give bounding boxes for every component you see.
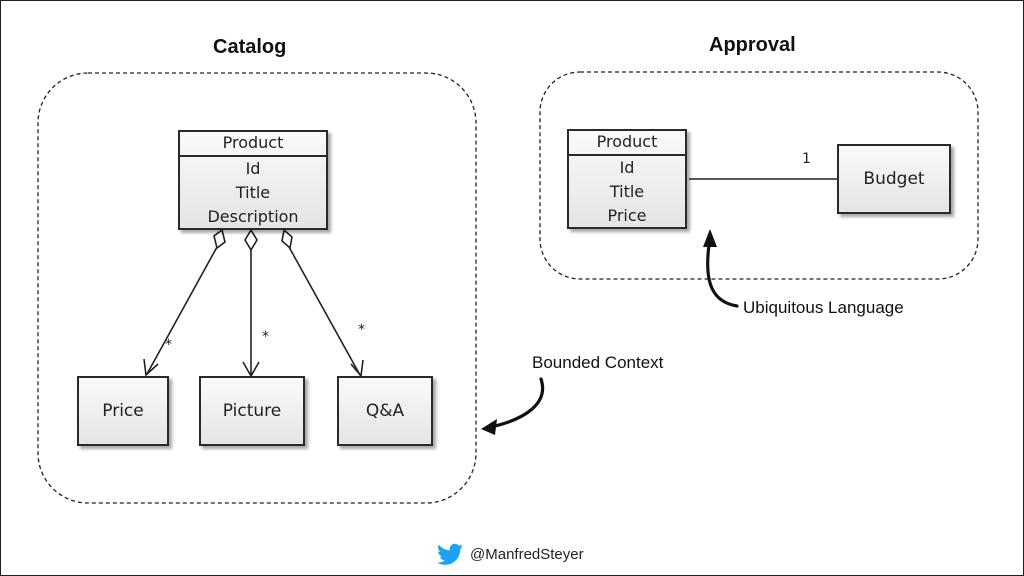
- catalog-context-boundary: [37, 72, 477, 504]
- bounded-context-arrow: [481, 377, 545, 435]
- price-class: Price: [77, 376, 169, 446]
- catalog-product-class: Product Id Title Description: [178, 130, 328, 230]
- ubiquitous-language-label: Ubiquitous Language: [743, 298, 904, 317]
- approval-title: Approval: [709, 34, 796, 56]
- aggregation-qa: [281, 228, 364, 378]
- approval-product-class: Product Id Title Price: [567, 129, 687, 229]
- bounded-context-label: Bounded Context: [532, 353, 664, 372]
- approval-product-attr-title: Title: [609, 182, 645, 201]
- catalog-product-attr-description: Description: [207, 207, 299, 226]
- multiplicity-price: *: [165, 337, 172, 353]
- approval-context-boundary: [539, 71, 979, 280]
- approval-product-attr-price: Price: [607, 206, 647, 225]
- multiplicity-picture: *: [262, 329, 269, 345]
- ubiquitous-language-arrow: [703, 229, 739, 308]
- approval-product-name: Product: [569, 131, 685, 156]
- catalog-product-attr-id: Id: [245, 159, 261, 178]
- aggregation-price: [143, 228, 226, 377]
- budget-class: Budget: [837, 144, 951, 214]
- approval-product-attr-id: Id: [619, 158, 635, 177]
- multiplicity-qa: *: [358, 322, 365, 338]
- catalog-title: Catalog: [213, 36, 287, 58]
- twitter-bird-icon: [437, 543, 463, 565]
- multiplicity-budget: 1: [802, 151, 811, 167]
- qa-class: Q&A: [337, 376, 433, 446]
- catalog-product-attr-title: Title: [235, 183, 271, 202]
- picture-class: Picture: [199, 376, 305, 446]
- twitter-credit[interactable]: @ManfredSteyer: [436, 542, 584, 566]
- twitter-handle[interactable]: @ManfredSteyer: [470, 545, 584, 563]
- aggregation-picture: [242, 228, 260, 378]
- catalog-product-name: Product: [180, 132, 326, 157]
